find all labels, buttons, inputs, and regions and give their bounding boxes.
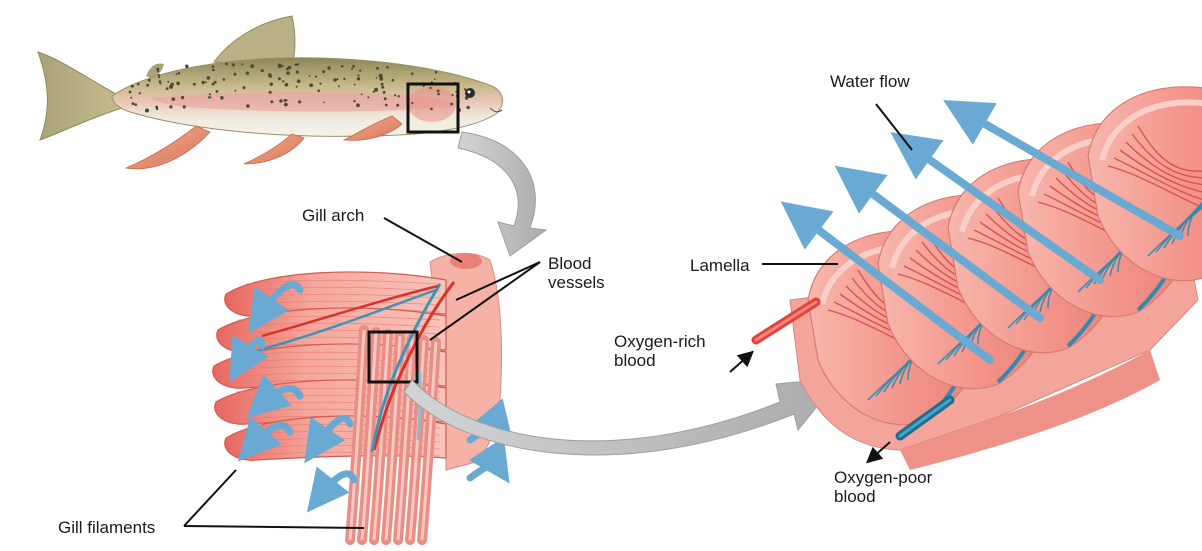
fish-to-gill-arrow <box>458 132 546 256</box>
gill-filaments <box>213 272 446 540</box>
label-oxygen-poor-blood: Oxygen-poor blood <box>834 468 932 506</box>
label-oxygen-rich-blood: Oxygen-rich blood <box>614 332 706 370</box>
label-water-flow: Water flow <box>830 72 910 91</box>
fish <box>38 16 502 169</box>
fish-pelvic-fin <box>244 134 304 164</box>
label-gill-arch: Gill arch <box>302 206 364 225</box>
gill-arch-assembly <box>213 253 502 540</box>
label-blood-vessels: Blood vessels <box>548 254 605 292</box>
label-gill-filaments: Gill filaments <box>58 518 155 537</box>
fish-tail <box>38 52 122 140</box>
label-lamella: Lamella <box>690 256 750 275</box>
fish-anal-fin <box>126 126 210 169</box>
lamellae-block <box>756 87 1202 470</box>
